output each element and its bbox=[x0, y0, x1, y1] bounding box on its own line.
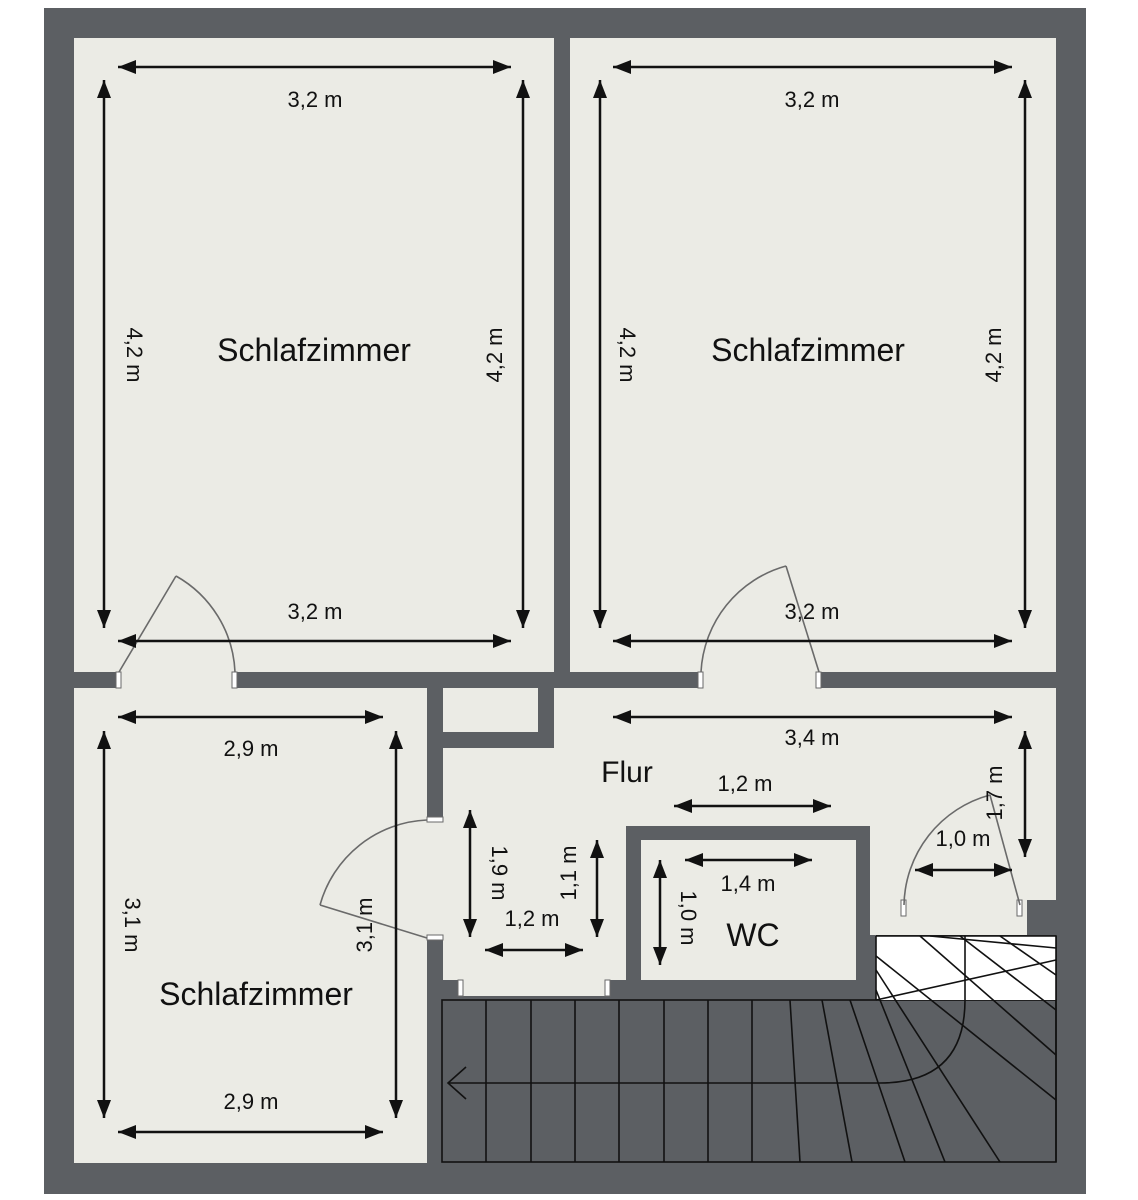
dim-arrow-bl-bottom bbox=[118, 1125, 383, 1139]
dim-tr-right: 4,2 m bbox=[981, 327, 1006, 382]
dim-closet-width: 1,2 m bbox=[504, 906, 559, 931]
floor-bedroom-top-right bbox=[570, 38, 1056, 672]
arrow-left-icon bbox=[446, 1066, 467, 1100]
dim-arrow-bl-left bbox=[97, 731, 111, 1118]
dim-arrow-tr-bottom bbox=[613, 634, 1012, 648]
dim-arrow-tr-right bbox=[1018, 80, 1032, 628]
dim-hall-width: 3,4 m bbox=[784, 725, 839, 750]
dim-tr-bottom: 3,2 m bbox=[784, 599, 839, 624]
dim-arrow-hall-depth bbox=[1018, 731, 1032, 857]
floor-closet-nook bbox=[443, 688, 538, 732]
floor-wc bbox=[641, 840, 856, 980]
dim-arrow-closet-width bbox=[485, 943, 583, 957]
dim-arrow-wc-width bbox=[685, 853, 812, 867]
dim-arrow-hall-door bbox=[915, 863, 1012, 877]
dim-arrow-bl-right bbox=[389, 731, 403, 1118]
staircase bbox=[441, 935, 1057, 1163]
door-stairs bbox=[900, 794, 1023, 935]
door-bedroom-top-left bbox=[115, 575, 238, 689]
dim-tr-top: 3,2 m bbox=[784, 87, 839, 112]
dim-closet-small-height: 1,1 m bbox=[556, 845, 581, 900]
dim-hall-upper: 1,2 m bbox=[717, 771, 772, 796]
dim-arrow-hall-width bbox=[613, 710, 1012, 724]
floor-bedroom-bottom-left bbox=[74, 688, 427, 1163]
dim-arrow-tl-top bbox=[118, 60, 511, 74]
dim-closet-height: 1,9 m bbox=[487, 845, 512, 900]
dim-arrow-closet-height bbox=[463, 810, 477, 937]
dim-tl-right: 4,2 m bbox=[482, 327, 507, 382]
door-bedroom-bottom-left bbox=[319, 816, 444, 941]
dim-hall-door: 1,0 m bbox=[935, 826, 990, 851]
dim-arrow-tl-right bbox=[516, 80, 530, 628]
dim-bl-right: 3,1 m bbox=[352, 897, 377, 952]
door-bedroom-top-right bbox=[697, 565, 822, 689]
dim-wc-height: 1,0 m bbox=[676, 890, 701, 945]
closet-opening bbox=[457, 979, 611, 997]
dim-arrow-wc-height bbox=[653, 860, 667, 965]
room-label-hall: Flur bbox=[601, 756, 653, 789]
dim-arrow-tr-top bbox=[613, 60, 1012, 74]
dimension-lines bbox=[97, 60, 1032, 1139]
room-label-wc: WC bbox=[726, 917, 779, 953]
dim-arrow-hall-upper bbox=[674, 799, 831, 813]
dim-arrow-bl-top bbox=[118, 710, 383, 724]
room-label-bedroom-top-left: Schlafzimmer bbox=[217, 332, 411, 368]
dim-arrow-tl-bottom bbox=[118, 634, 511, 648]
dim-wc-width: 1,4 m bbox=[720, 871, 775, 896]
dim-tr-left: 4,2 m bbox=[615, 327, 640, 382]
floor-bedroom-top-left bbox=[74, 38, 554, 672]
room-label-bedroom-bottom-left: Schlafzimmer bbox=[159, 976, 353, 1012]
dim-tl-top: 3,2 m bbox=[287, 87, 342, 112]
room-label-bedroom-top-right: Schlafzimmer bbox=[711, 332, 905, 368]
dim-bl-bottom: 2,9 m bbox=[223, 1089, 278, 1114]
dim-bl-top: 2,9 m bbox=[223, 736, 278, 761]
dim-bl-left: 3,1 m bbox=[120, 897, 145, 952]
dim-tl-left: 4,2 m bbox=[122, 327, 147, 382]
dim-hall-depth: 1,7 m bbox=[982, 765, 1007, 820]
dim-tl-bottom: 3,2 m bbox=[287, 599, 342, 624]
dim-arrow-tr-left bbox=[593, 80, 607, 628]
dim-arrow-closet-small-height bbox=[590, 840, 604, 937]
dim-arrow-tl-left bbox=[97, 80, 111, 628]
